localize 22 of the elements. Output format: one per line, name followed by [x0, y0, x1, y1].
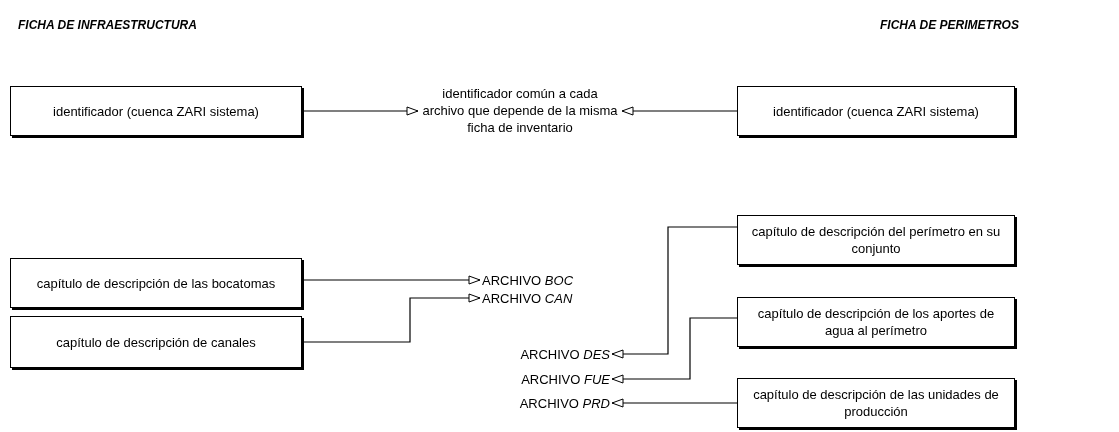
description-box: identificador (cuenca ZARI sistema) [737, 86, 1015, 136]
description-box: capítulo de descripción de las bocatomas [10, 258, 302, 308]
description-box: capítulo de descripción de las unidades de producción [737, 378, 1015, 428]
file-label: ARCHIVO DES [450, 345, 610, 363]
file-label: ARCHIVO FUE [450, 370, 610, 388]
arrow [621, 106, 738, 116]
arrow [611, 317, 738, 384]
arrow [611, 398, 738, 408]
description-box: capítulo de descripción del perímetro en su conjunto [737, 215, 1015, 265]
section-heading: FICHA DE INFRAESTRUCTURA [18, 18, 197, 32]
arrow [611, 226, 738, 359]
arrow [301, 106, 419, 116]
file-label: ARCHIVO PRD [450, 394, 610, 412]
arrow [301, 293, 481, 343]
section-heading: FICHA DE PERIMETROS [880, 18, 1019, 32]
description-box: identificador (cuenca ZARI sistema) [10, 86, 302, 136]
file-label: ARCHIVO BOC [482, 271, 622, 289]
description-box: capítulo de descripción de canales [10, 316, 302, 368]
file-label: ARCHIVO CAN [482, 289, 622, 307]
description-box: capítulo de descripción de los aportes de agua al perímetro [737, 297, 1015, 347]
arrow [301, 275, 481, 285]
file-label: identificador común a cada archivo que depende de la misma ficha de inventario [420, 78, 620, 142]
